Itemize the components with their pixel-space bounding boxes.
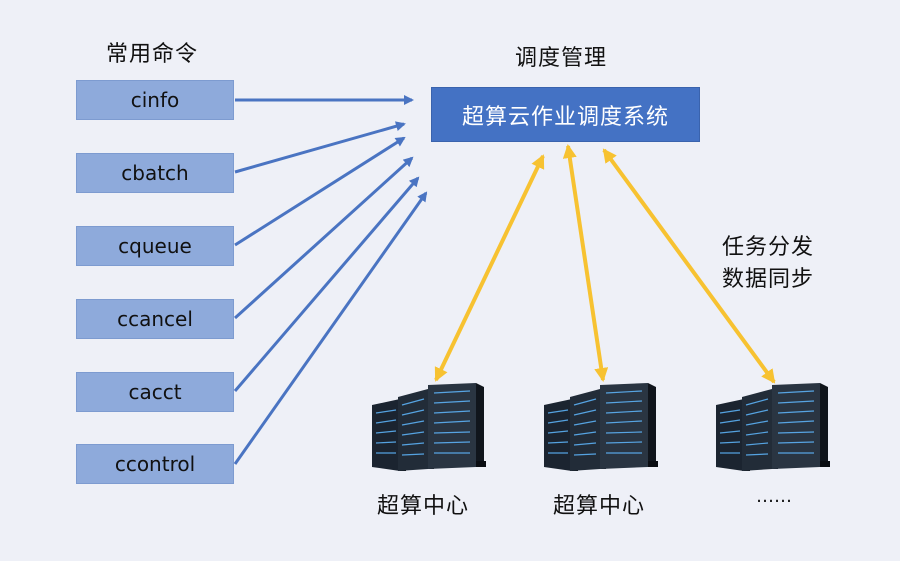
commands-title: 常用命令 <box>106 42 199 67</box>
arrow-cqueue <box>234 136 406 247</box>
sync-note: 任务分发 数据同步 <box>722 232 814 296</box>
command-ccontrol: ccontrol <box>76 444 234 484</box>
command-cinfo: cinfo <box>76 80 234 120</box>
arrow-ccontrol <box>233 191 428 465</box>
sync-arrow-center-2 <box>562 144 609 382</box>
center-label-2: 超算中心 <box>553 494 646 519</box>
arrow-cbatch <box>234 121 406 174</box>
server-rack-icon <box>716 383 830 471</box>
arrow-ccancel <box>233 156 414 320</box>
scheduling-title: 调度管理 <box>515 46 608 71</box>
command-ccancel: ccancel <box>76 299 234 339</box>
arrow-cacct <box>233 176 420 392</box>
command-cqueue: cqueue <box>76 226 234 266</box>
note-line-1: 任务分发 <box>722 235 815 260</box>
command-cbatch: cbatch <box>76 153 234 193</box>
note-line-2: 数据同步 <box>722 267 815 292</box>
sync-arrow-center-3 <box>602 148 776 384</box>
center-label-1: 超算中心 <box>377 494 470 519</box>
scheduler-box: 超算云作业调度系统 <box>431 87 700 142</box>
sync-arrow-center-1 <box>434 154 545 382</box>
command-cacct: cacct <box>76 372 234 412</box>
server-rack-icon <box>544 383 658 471</box>
server-rack-icon <box>372 383 486 471</box>
more-centers-ellipsis: …… <box>756 486 792 507</box>
